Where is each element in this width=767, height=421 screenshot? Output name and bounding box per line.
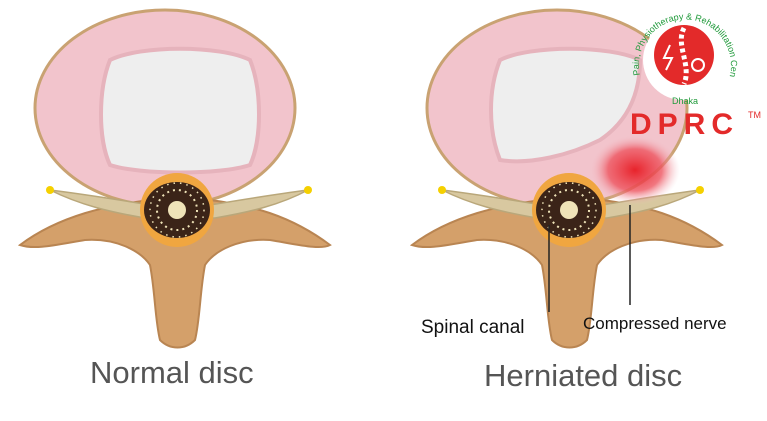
svg-text:TM: TM: [748, 110, 761, 120]
compressed-nerve-label: Compressed nerve: [583, 314, 727, 333]
spinal-canal-label: Spinal canal: [421, 317, 525, 338]
herniated-disc: [411, 8, 723, 349]
lightning-icon: [662, 44, 674, 71]
herniated-disc-caption: Herniated disc: [484, 358, 683, 393]
normal-disc: [19, 8, 331, 349]
wheelchair-icon: [691, 58, 705, 72]
normal-disc-caption: Normal disc: [90, 355, 254, 390]
herniation: [590, 135, 680, 205]
svg-text:Dhaka: Dhaka: [672, 96, 698, 106]
svg-text:DPRC: DPRC: [630, 108, 739, 141]
